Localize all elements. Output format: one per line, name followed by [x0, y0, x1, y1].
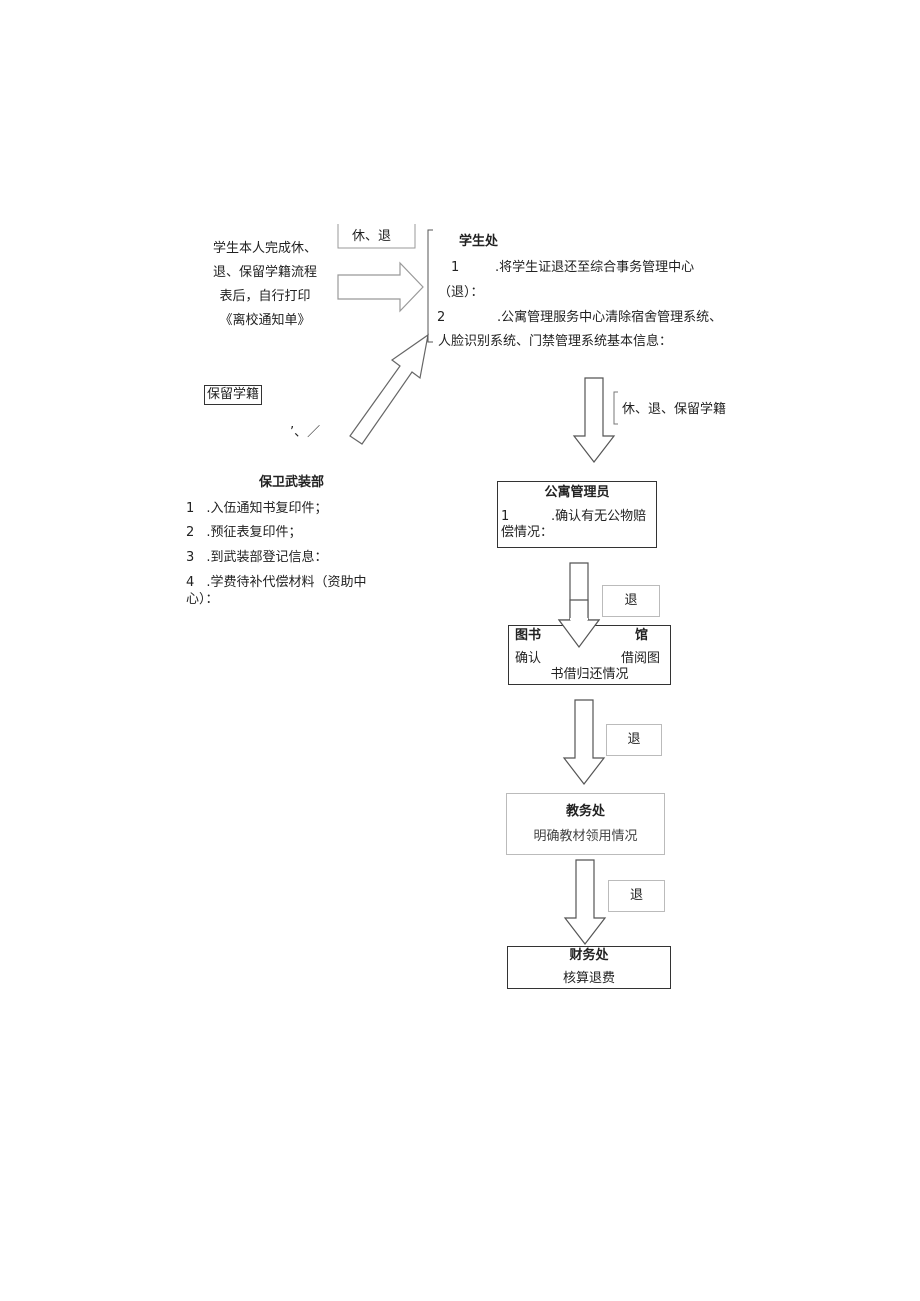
security-item-num: 2: [186, 525, 195, 540]
student-note-line: 退、保留学籍流程: [212, 265, 317, 280]
security-item-num: 1: [186, 501, 195, 516]
withdraw-label-text: 退: [624, 593, 638, 608]
library-title-right: 馆: [635, 628, 649, 643]
student-office-title: 学生处: [459, 234, 499, 249]
withdraw-label: 退: [606, 724, 662, 756]
library-title-left: 图书: [515, 628, 542, 643]
dorm-manager-title: 公寓管理员: [544, 485, 610, 500]
library-line1-left: 确认: [515, 651, 542, 666]
security-item-num: 4: [186, 575, 195, 590]
student-office-item2-cont: 人脸识别系统、门禁管理系统基本信息：: [438, 334, 673, 349]
student-office-item1-num: 1: [451, 260, 460, 275]
security-item: 4 .学费待补代偿材料（资助中: [186, 574, 367, 592]
withdraw-label-text: 退: [629, 888, 643, 903]
library-line1-right: 借阅图: [621, 651, 661, 666]
security-item-text: .学费待补代偿材料（资助中: [206, 575, 367, 590]
top-tag: 休、退: [352, 229, 392, 244]
security-item: 3 .到武装部登记信息：: [186, 549, 328, 567]
keep-status-label: 保留学籍: [204, 385, 263, 405]
finance-box: 财务处 核算退费: [507, 946, 671, 989]
student-note-line: 《离校通知单》: [219, 313, 311, 328]
academic-title: 教务处: [565, 804, 605, 819]
dorm-manager-cont: 偿情况：: [501, 525, 554, 540]
security-dept-title: 保卫武装部: [259, 475, 325, 490]
student-office-item1-cont: （退）：: [438, 285, 484, 300]
student-office-item2-num: 2: [437, 310, 446, 325]
student-office-item1-text: .将学生证退还至综合事务管理中心: [495, 260, 695, 275]
academic-box: 教务处 明确教材领用情况: [506, 793, 665, 855]
academic-text: 明确教材领用情况: [533, 829, 638, 844]
stray-mark: ’、／: [290, 425, 321, 440]
dorm-manager-num: 1: [501, 509, 510, 524]
finance-text: 核算退费: [562, 971, 615, 986]
dorm-manager-box: 公寓管理员 1 .确认有无公物赔 偿情况：: [497, 481, 657, 548]
security-item-text: .预征表复印件；: [206, 525, 302, 540]
security-item-text: .入伍通知书复印件；: [206, 501, 328, 516]
library-box: 图书 馆 确认 借阅图 书借归还情况: [508, 625, 671, 685]
dorm-manager-text: .确认有无公物赔: [551, 509, 647, 524]
withdraw-label: 退: [608, 880, 665, 912]
security-item-text: .到武装部登记信息：: [206, 550, 328, 565]
library-line2: 书借归还情况: [550, 667, 629, 682]
student-note-line: 表后，自行打印: [219, 289, 311, 304]
withdraw-label: 退: [602, 585, 660, 617]
withdraw-label-text: 退: [627, 732, 641, 747]
finance-title: 财务处: [569, 948, 609, 963]
security-item-num: 3: [186, 550, 195, 565]
student-note-line: 学生本人完成休、: [212, 241, 317, 256]
student-office-item2-text: .公寓管理服务中心清除宿舍管理系统、: [497, 310, 723, 325]
security-item: 2 .预征表复印件；: [186, 524, 302, 542]
security-item: 1 .入伍通知书复印件；: [186, 500, 328, 518]
down-label-1: 休、退、保留学籍: [622, 402, 727, 417]
security-item-cont: 心）：: [186, 592, 219, 607]
student-note: 学生本人完成休、 退、保留学籍流程 表后，自行打印 《离校通知单》: [200, 237, 330, 333]
